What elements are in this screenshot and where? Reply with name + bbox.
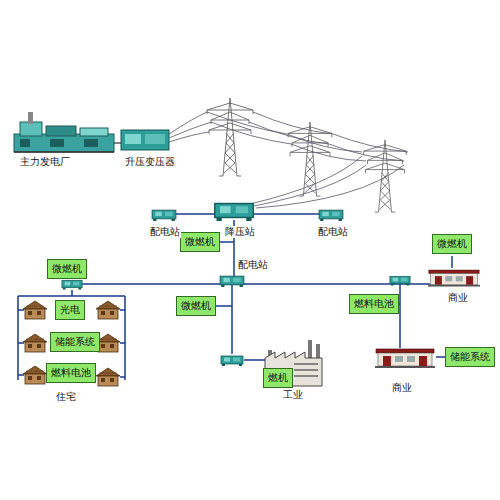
commercial-building bbox=[428, 270, 480, 286]
switch-device bbox=[319, 210, 343, 221]
caption-label: 商业 bbox=[447, 292, 469, 304]
box-text: 储能系统 bbox=[450, 351, 490, 362]
switch-device bbox=[62, 280, 82, 289]
box-text: 微燃机 bbox=[52, 263, 82, 274]
factory bbox=[265, 340, 322, 386]
caption-label: 工业 bbox=[282, 389, 304, 401]
caption-label: 配电站 bbox=[317, 226, 349, 238]
house bbox=[96, 301, 120, 319]
box-text: 微燃机 bbox=[185, 236, 215, 247]
source-box: 燃料电池 bbox=[46, 363, 96, 383]
source-box: 微燃机 bbox=[176, 296, 216, 316]
switch-device bbox=[152, 210, 176, 221]
box-text: 储能系统 bbox=[55, 336, 95, 347]
box-text: 燃机 bbox=[268, 372, 288, 383]
caption-label: 升压变压器 bbox=[124, 156, 176, 168]
source-box: 微燃机 bbox=[432, 234, 472, 254]
house bbox=[23, 301, 47, 319]
switch-device bbox=[221, 356, 243, 366]
box-text: 微燃机 bbox=[181, 300, 211, 311]
box-text: 燃料电池 bbox=[354, 298, 394, 309]
box-text: 燃料电池 bbox=[51, 367, 91, 378]
box-text: 光电 bbox=[60, 304, 80, 315]
switch-device bbox=[390, 276, 410, 285]
pylon bbox=[207, 98, 253, 176]
source-box: 微燃机 bbox=[47, 259, 87, 279]
source-box: 微燃机 bbox=[180, 232, 220, 252]
caption-label: 配电站 bbox=[237, 259, 269, 271]
source-box: 燃料电池 bbox=[349, 294, 399, 314]
caption-label: 降压站 bbox=[224, 226, 256, 238]
caption-label: 商业 bbox=[391, 382, 413, 394]
step-up-transformer bbox=[114, 130, 169, 150]
source-box: 光电 bbox=[55, 300, 85, 320]
power-plant bbox=[14, 112, 114, 152]
source-box: 储能系统 bbox=[445, 347, 495, 367]
caption-label: 住宅 bbox=[55, 391, 77, 403]
box-text: 微燃机 bbox=[437, 238, 467, 249]
caption-label: 主力发电厂 bbox=[19, 156, 71, 168]
caption-label: 配电站 bbox=[149, 226, 181, 238]
wire bbox=[18, 214, 452, 380]
house bbox=[96, 368, 120, 386]
house bbox=[23, 366, 47, 384]
house bbox=[23, 334, 47, 352]
substation-device bbox=[215, 204, 254, 222]
switch-device bbox=[220, 276, 244, 287]
transmission-line bbox=[169, 112, 408, 208]
source-box: 储能系统 bbox=[50, 332, 100, 352]
source-box: 燃机 bbox=[263, 368, 293, 388]
commercial-building bbox=[375, 349, 435, 368]
